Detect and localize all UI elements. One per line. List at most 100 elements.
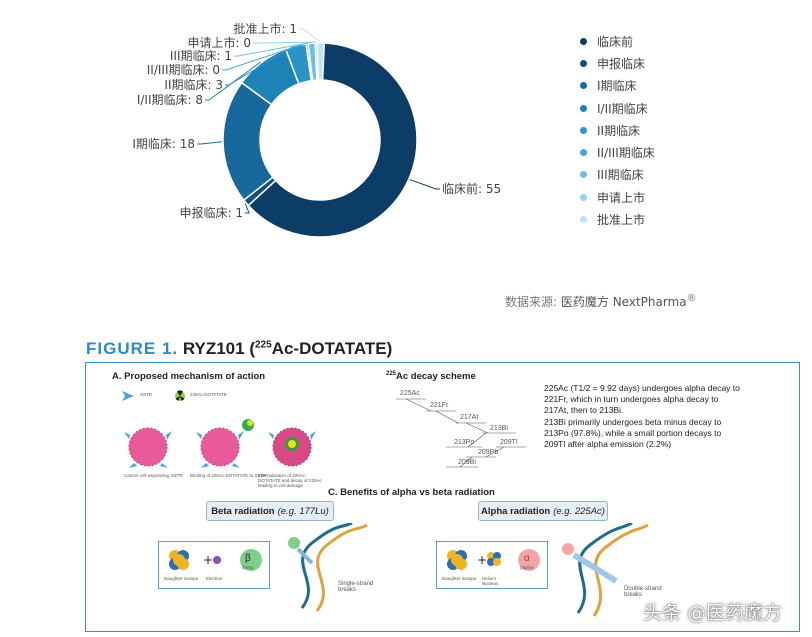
callout-line-8 xyxy=(299,28,322,43)
beta-example: (e.g. 177Lu) xyxy=(277,505,329,517)
svg-text:+: + xyxy=(203,553,213,567)
legend-swatch-6 xyxy=(580,171,587,179)
cancer-cell-3 xyxy=(268,427,316,467)
data-label-4: II期临床: 3 xyxy=(164,78,223,92)
data-label-0: 临床前: 55 xyxy=(442,181,501,196)
legend-label-1: 申报临床 xyxy=(597,56,646,71)
alpha-daughter-nucleus xyxy=(447,550,467,570)
caption-cell-1: Cancer cell expressing SSTR xyxy=(124,473,183,478)
panel-b-title-sup: 225 xyxy=(386,371,397,377)
figure-label: FIGURE 1. xyxy=(86,339,179,358)
decay-paragraph-2: 213Bi primarily undergoes beta minus dec… xyxy=(544,417,722,449)
caption-cell-3: Internalization of 225Ac-DOTATATE and de… xyxy=(258,473,322,488)
legend-swatch-4 xyxy=(580,126,587,134)
alpha-symbol: α xyxy=(524,553,530,564)
caption-cell-2: Binding of 225Ac-DOTATATE to SSTR xyxy=(190,473,267,478)
panel-c-title: C. Benefits of alpha vs beta radiation xyxy=(328,487,495,498)
legend-label-2: I期临床 xyxy=(597,79,637,94)
legend-swatch-1 xyxy=(580,59,587,67)
mechanism-illustration xyxy=(122,390,316,468)
beta-radiation-header: Beta radiation(e.g. 177Lu) xyxy=(206,501,334,521)
legend-drug: 225Ac-DOTATATE xyxy=(190,392,227,397)
legend-swatch-0 xyxy=(580,37,587,45)
cancer-cell-1 xyxy=(124,427,172,468)
donut-slice-0 xyxy=(247,42,418,238)
donut-slices xyxy=(222,42,418,238)
figure-name-prefix: RYZ101 ( xyxy=(182,339,255,358)
electron-label: Electron xyxy=(206,576,223,581)
beta-symbol: β xyxy=(245,553,251,564)
callout-line-5 xyxy=(222,42,308,71)
panel-a-title: A. Proposed mechanism of action xyxy=(112,371,266,382)
decay-paragraph-1: 225Ac (T1/2 = 9.92 days) undergoes alpha… xyxy=(544,383,740,415)
source-brand: 医药魔方 NextPharma xyxy=(560,295,687,309)
alpha-dna-helix xyxy=(562,523,649,617)
callout-line-7 xyxy=(253,41,317,44)
chart-legend: 临床前申报临床 I期临床 I/II期临床 II期临床 II/III期临床 III期临床申请… xyxy=(580,30,800,231)
legend-label-5: II/III期临床 xyxy=(597,146,655,161)
panel-b-title-text: Ac decay scheme xyxy=(396,371,476,383)
beta-particle-icon xyxy=(240,549,262,571)
donut-slice-8 xyxy=(316,42,326,81)
legend-item-1: 申报临床 xyxy=(580,52,800,74)
legend-item-5: II/III期临床 xyxy=(580,141,800,163)
callout-line-4 xyxy=(225,44,296,86)
nuclide-fr221: 221Fr xyxy=(430,402,449,409)
single-strand-breaks-label: Single-strand breaks xyxy=(338,581,374,593)
data-label-7: 申请上市: 0 xyxy=(188,35,252,50)
alpha-example: (e.g. 225Ac) xyxy=(553,505,605,517)
legend-item-6: III期临床 xyxy=(580,164,800,186)
callout-line-0 xyxy=(409,179,440,190)
sstr-icon xyxy=(122,391,134,401)
beta-dna-helix xyxy=(288,523,368,612)
legend-label-4: II期临床 xyxy=(597,123,641,138)
legend-swatch-7 xyxy=(580,193,587,201)
legend-swatch-2 xyxy=(580,82,587,90)
panel-b-title: 225Ac decay scheme xyxy=(386,371,476,382)
helium-label: Helium Nucleus xyxy=(482,576,499,586)
nuclide-at217: 217At xyxy=(460,414,479,421)
decay-description: 225Ac (T1/2 = 9.92 days) undergoes alpha… xyxy=(544,383,744,451)
nuclide-tl209: 209Tl xyxy=(500,439,518,446)
nuclide-pb209: 209Pb xyxy=(478,449,499,456)
figure-box: A. Proposed mechanism of action SSTR 225… xyxy=(85,362,800,632)
alpha-daughter-label: Daughter isotope xyxy=(442,576,477,581)
legend-label-6: III期临床 xyxy=(597,168,644,183)
alpha-symbol-caption: (alpha) xyxy=(520,565,535,570)
nuclide-bi209: 209Bi xyxy=(458,459,476,466)
legend-item-4: II期临床 xyxy=(580,119,800,141)
figure-name-sup: 225 xyxy=(254,339,272,351)
legend-item-7: 申请上市 xyxy=(580,186,800,208)
nuclide-ac225: 225Ac xyxy=(400,390,420,397)
figure-name-suffix: Ac-DOTATATE) xyxy=(271,339,393,358)
callout-line-3 xyxy=(205,61,261,101)
alpha-decay-box: + xyxy=(436,541,548,589)
beta-decay-box: + xyxy=(158,541,270,589)
source-label: 数据来源: xyxy=(505,295,558,309)
figure-title: FIGURE 1. RYZ101 (225Ac-DOTATATE) xyxy=(86,339,392,359)
decay-scheme-diagram xyxy=(396,398,526,468)
legend-sstr: SSTR xyxy=(140,392,153,397)
data-label-3: I/II期临床: 8 xyxy=(137,93,203,107)
data-label-6: III期临床: 1 xyxy=(170,49,232,63)
legend-label-0: 临床前 xyxy=(597,34,634,49)
callout-line-2 xyxy=(197,141,223,145)
legend-swatch-3 xyxy=(580,104,587,112)
helium-nucleus-icon xyxy=(487,552,501,566)
legend-item-8: 批准上市 xyxy=(580,208,800,230)
callout-line-6 xyxy=(234,41,312,57)
legend-label-7: 申请上市 xyxy=(597,190,646,205)
legend-item-3: I/II期临床 xyxy=(580,97,800,119)
data-source: 数据来源: 医药魔方 NextPharma® xyxy=(505,293,697,310)
registered-mark: ® xyxy=(686,293,697,304)
beta-daughter-label: Daughter isotope xyxy=(164,576,199,581)
legend-item-2: I期临床 xyxy=(580,75,800,97)
data-label-5: II/III期临床: 0 xyxy=(147,63,220,77)
alpha-radiation-header: Alpha radiation(e.g. 225Ac) xyxy=(478,501,608,521)
legend-swatch-5 xyxy=(580,149,587,157)
alpha-title: Alpha radiation xyxy=(481,505,551,517)
svg-text:+: + xyxy=(477,553,487,567)
data-label-8: 批准上市: 1 xyxy=(234,21,298,36)
